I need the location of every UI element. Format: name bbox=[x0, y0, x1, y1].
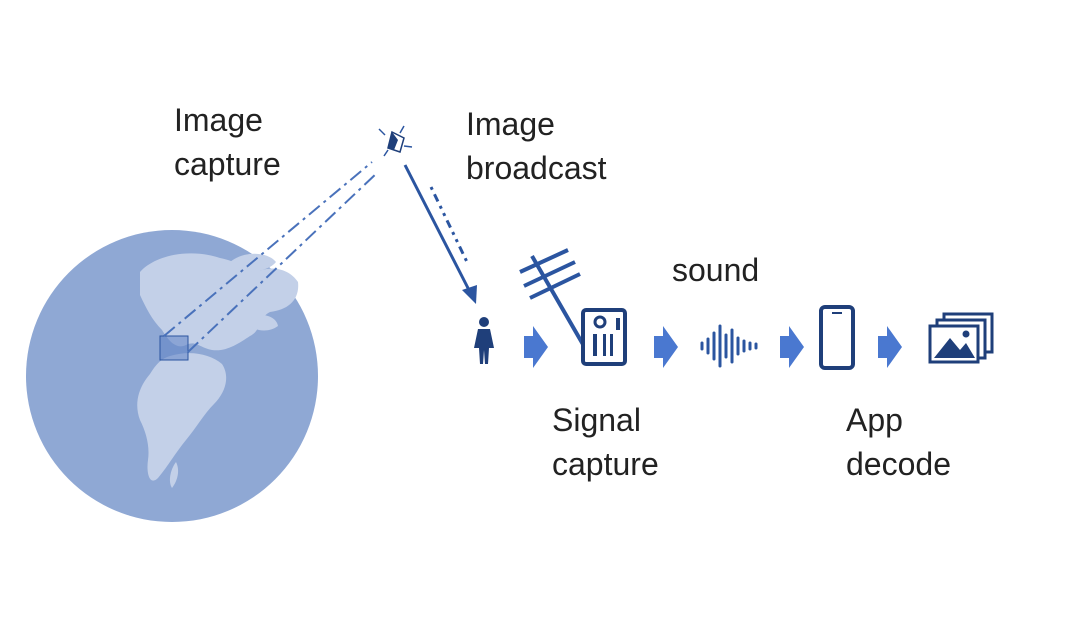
label-image-broadcast: Image broadcast bbox=[466, 102, 607, 190]
smartphone-icon bbox=[819, 305, 855, 370]
label-app-decode-line1: App bbox=[846, 402, 903, 438]
flow-arrow-3 bbox=[780, 326, 804, 368]
globe-icon bbox=[26, 230, 318, 522]
antenna-radio-icon bbox=[519, 248, 627, 366]
satellite-icon bbox=[378, 125, 413, 157]
sound-wave-icon bbox=[700, 324, 758, 368]
label-image-capture-line1: Image bbox=[174, 102, 263, 138]
broadcast-arrow bbox=[403, 164, 477, 304]
label-image-broadcast-line2: broadcast bbox=[466, 150, 607, 186]
flow-arrow-4 bbox=[878, 326, 902, 368]
image-gallery-icon bbox=[928, 312, 994, 364]
label-sound: sound bbox=[672, 248, 759, 292]
label-signal-capture: Signal capture bbox=[552, 398, 659, 486]
label-app-decode-line2: decode bbox=[846, 446, 951, 482]
person-icon bbox=[474, 317, 494, 364]
capture-target-box bbox=[159, 335, 189, 361]
flow-arrow-1 bbox=[524, 326, 548, 368]
capture-beams bbox=[163, 161, 379, 353]
flow-arrow-2 bbox=[654, 326, 678, 368]
label-image-capture-line2: capture bbox=[174, 146, 281, 182]
flow-arrows bbox=[524, 326, 902, 368]
label-image-broadcast-line1: Image bbox=[466, 106, 555, 142]
broadcast-signal-dots bbox=[429, 186, 469, 263]
label-signal-capture-line1: Signal bbox=[552, 402, 641, 438]
label-sound-text: sound bbox=[672, 252, 760, 288]
label-app-decode: App decode bbox=[846, 398, 951, 486]
label-signal-capture-line2: capture bbox=[552, 446, 659, 482]
label-image-capture: Image capture bbox=[174, 98, 281, 186]
